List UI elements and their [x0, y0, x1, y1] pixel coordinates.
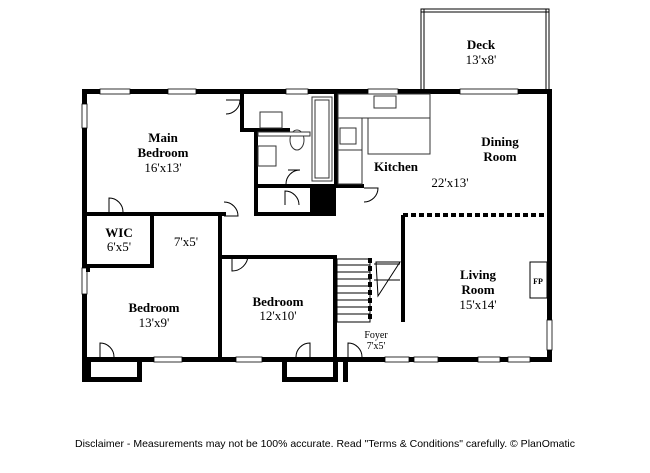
disclaimer-text: Disclaimer - Measurements may not be 100… — [75, 438, 575, 450]
foyer-name: Foyer — [364, 330, 388, 341]
staircase — [336, 258, 401, 323]
foyer-label: Foyer 7'x5' — [364, 330, 388, 352]
kitchen-label: Kitchen 22'x13' — [374, 159, 469, 190]
dining-room-label: Dining Room — [481, 134, 519, 164]
bedroom-right-label: Bedroom 12'x10' — [252, 294, 303, 323]
kitchen-name: Kitchen — [374, 159, 419, 174]
main-bedroom-dimensions: 16'x13' — [144, 160, 181, 175]
kitchen-fixtures — [337, 93, 431, 185]
door-swings — [99, 99, 379, 358]
bedroom-right-name: Bedroom — [252, 294, 303, 309]
deck-name: Deck — [467, 37, 496, 52]
bedroom-left-label: Bedroom 13'x9' — [128, 300, 179, 330]
interior-walls — [86, 92, 405, 360]
bathroom-fixtures — [257, 96, 333, 182]
kitchen-dimensions: 22'x13' — [431, 175, 468, 190]
dining-room-name-line2: Room — [483, 149, 516, 164]
windows — [81, 88, 553, 363]
wic-name: WIC — [105, 225, 132, 240]
fireplace — [529, 261, 548, 299]
main-bedroom-name-line2: Bedroom — [137, 145, 188, 160]
hall-label: 7'x5' — [174, 234, 198, 249]
living-room-name-line2: Room — [461, 282, 494, 297]
fireplace-label: FP — [533, 277, 543, 286]
living-room-label: Living Room 15'x14' FP — [459, 267, 543, 312]
main-bedroom-name-line1: Main — [148, 130, 178, 145]
foyer-dimensions: 7'x5' — [367, 341, 386, 352]
wic-dimensions: 6'x5' — [107, 239, 131, 254]
living-room-dimensions: 15'x14' — [459, 297, 496, 312]
living-room-name-line1: Living — [460, 267, 497, 282]
main-bedroom-label: Main Bedroom 16'x13' — [137, 130, 188, 175]
exterior-walls — [82, 89, 552, 382]
deck-dimensions: 13'x8' — [466, 52, 497, 67]
dining-room-name-line1: Dining — [481, 134, 519, 149]
bedroom-right-dimensions: 12'x10' — [259, 308, 296, 323]
bedroom-left-dimensions: 13'x9' — [139, 315, 170, 330]
deck-label: Deck 13'x8' — [466, 37, 497, 67]
hall-dimensions: 7'x5' — [174, 234, 198, 249]
wic-label: WIC 6'x5' — [105, 225, 132, 254]
bedroom-left-name: Bedroom — [128, 300, 179, 315]
